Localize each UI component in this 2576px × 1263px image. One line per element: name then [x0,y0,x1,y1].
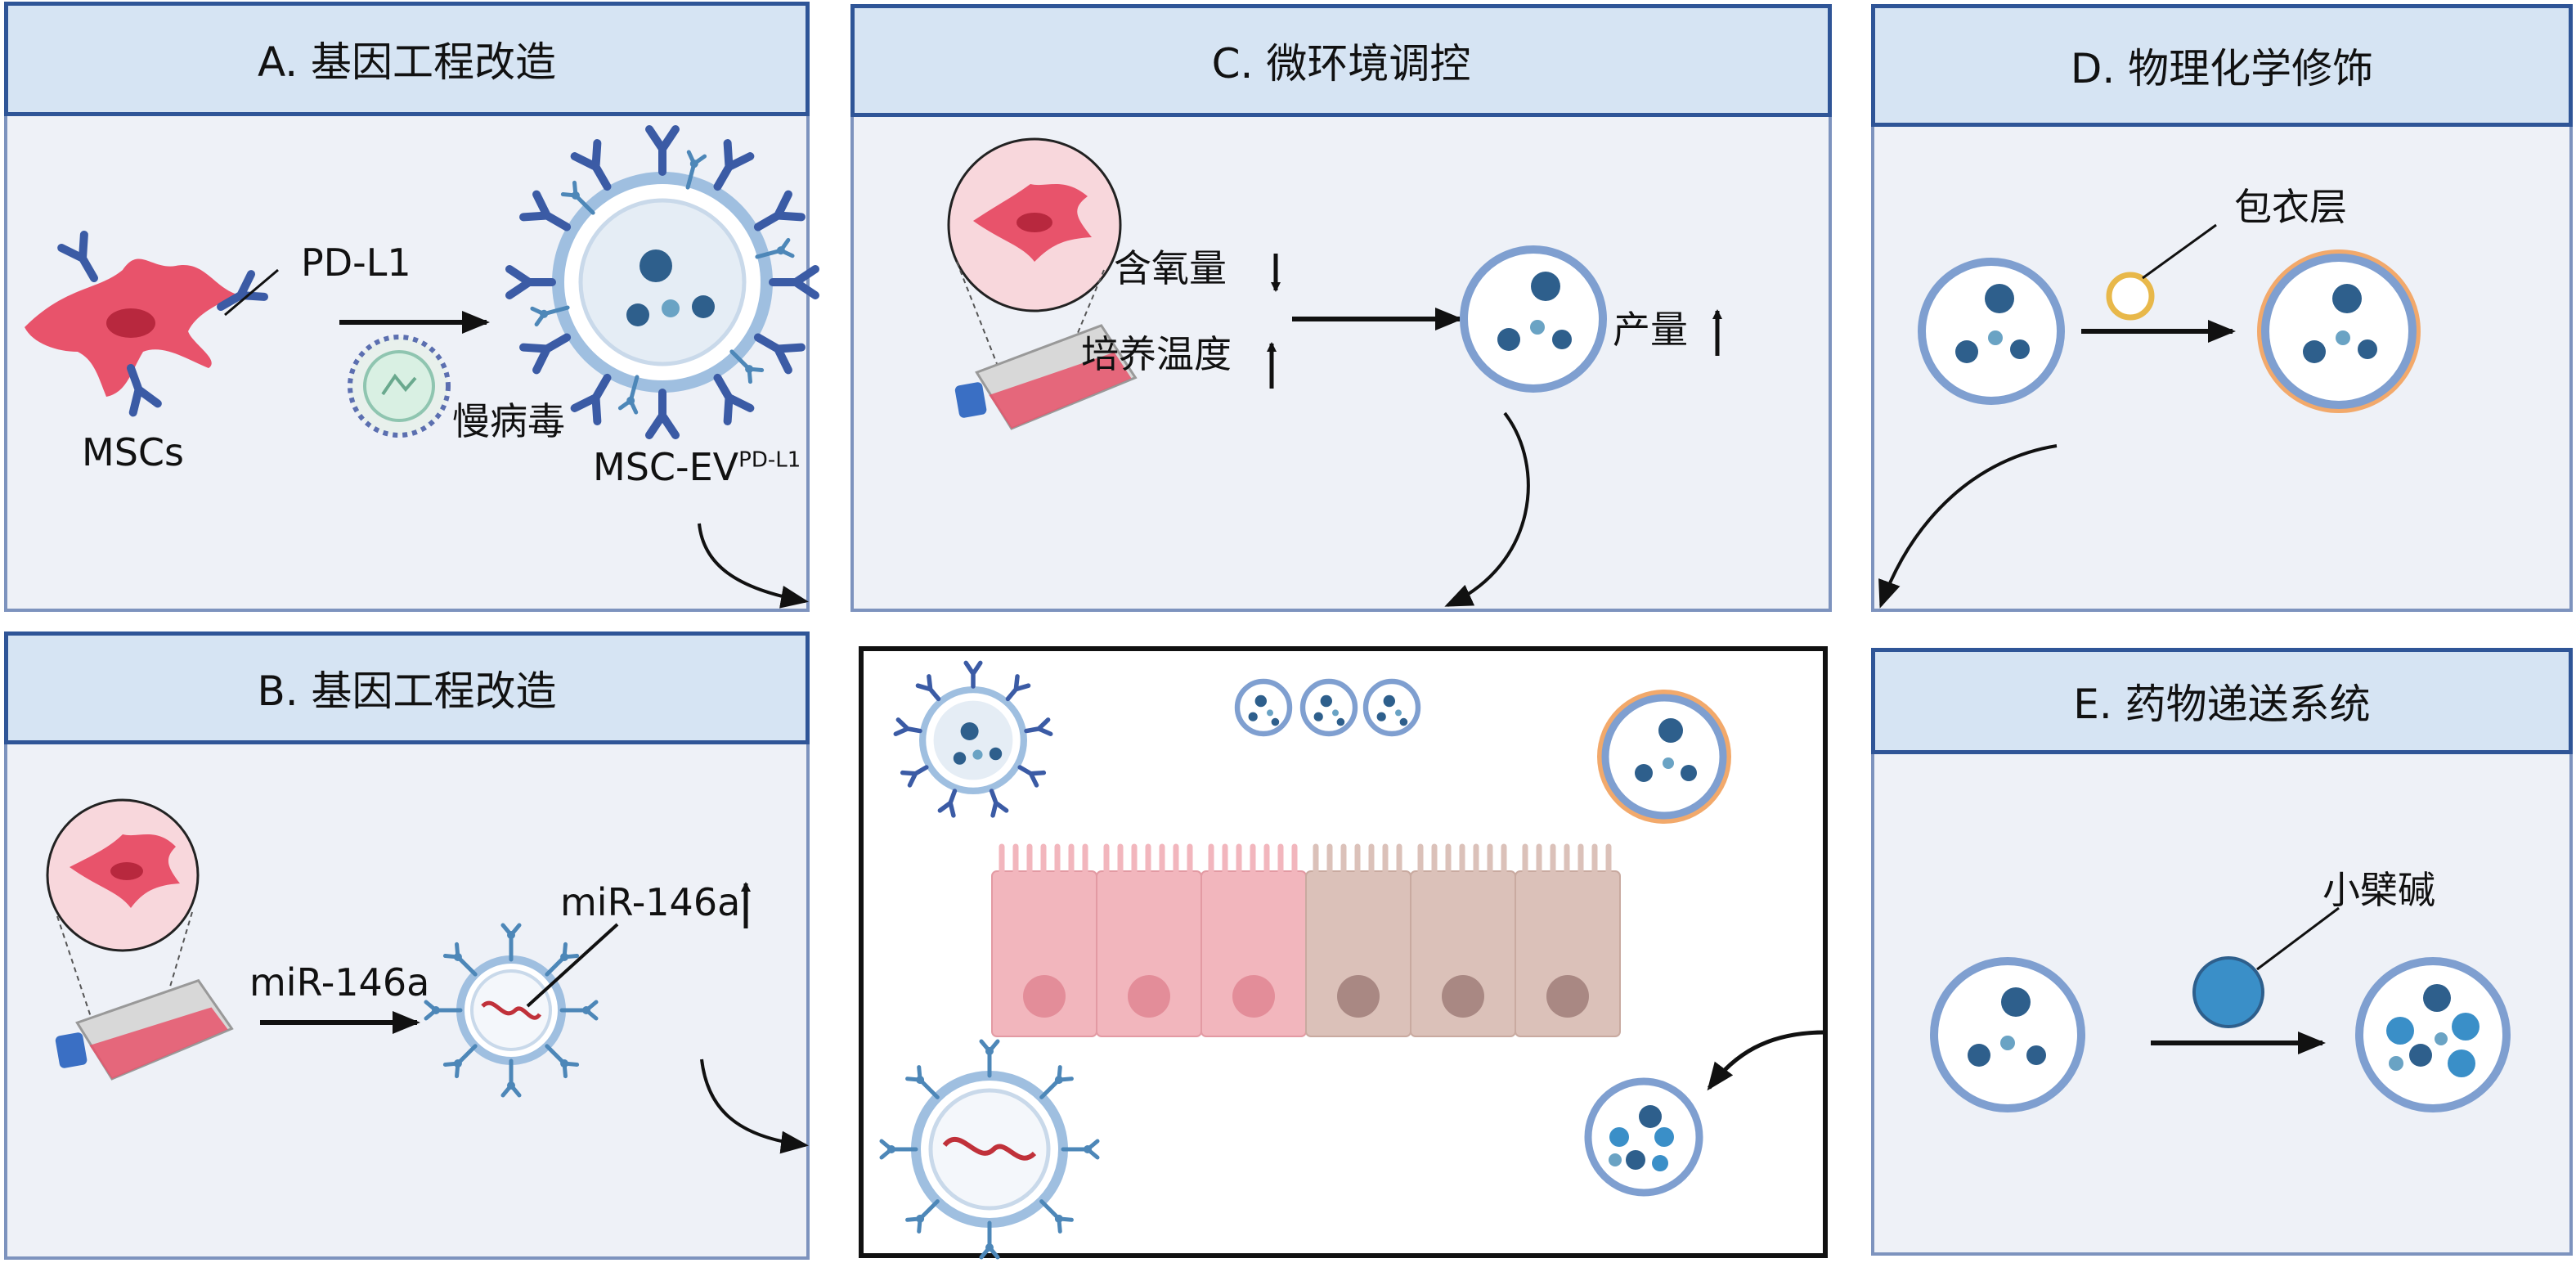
culture-cell-zoom-c [947,137,1122,377]
msc-cell-a [25,235,279,412]
panel-e-title: E. 药物递送系统 [1871,648,2573,754]
ev-e-plain [1930,957,2085,1112]
culture-flask-c [954,324,1138,430]
ev-d-plain [1918,258,2065,405]
center-ev-pdl1 [895,663,1050,816]
intestinal-epithelium [991,843,1621,1037]
label-oxygen: 含氧量 [1114,246,1227,290]
label-msc-ev-sup: PD-L1 [738,447,801,473]
label-msc-ev-pdl1: MSC-EVPD-L1 [593,448,801,486]
arrow-e-to-center [1707,1030,1826,1091]
microvilli [999,843,1612,877]
ev-mirna-b [426,925,596,1095]
epithelial-cells-pink [991,870,1307,1037]
arrow-c-to-center [1444,411,1530,607]
ev-d-coated [2257,249,2421,413]
ev-e-loaded [2355,957,2511,1112]
panel-b-title: B. 基因工程改造 [4,632,810,744]
panel-d-title: D. 物理化学修饰 [1871,4,2573,127]
coating-layer-icon [2106,272,2155,321]
center-ev-drug [1584,1077,1703,1197]
label-mscs: MSCs [82,430,184,474]
lentivirus-icon [348,335,451,438]
label-msc-ev: MSC-EV [593,445,739,489]
label-lentivirus: 慢病毒 [452,399,565,443]
panel-c-title: C. 微环境调控 [850,4,1832,117]
label-mir-146a: miR-146a [249,960,430,1005]
label-temperature: 培养温度 [1081,332,1232,376]
arrow-d-to-center [1878,444,2058,609]
epithelial-cells-brown [1305,870,1621,1037]
panel-a-title: A. 基因工程改造 [4,2,810,116]
panel-b [4,687,810,1260]
center-ev-coated [1597,690,1731,824]
label-coating: 包衣层 [2234,185,2347,229]
arrow-b-to-center [700,1058,809,1154]
culture-cell-zoom-b [46,798,200,1027]
ev-c [1460,245,1607,393]
berberine-icon [2192,956,2264,1028]
center-ev-group [1237,681,1418,734]
label-mir-146a-up: miR-146a [560,880,741,924]
culture-flask-b [55,978,234,1081]
label-pd-l1: PD-L1 [301,240,411,285]
label-yield: 产量 [1613,308,1688,352]
center-ev-mirna [882,1041,1097,1257]
ev-pdl1-a [509,129,815,435]
label-berberine: 小檗碱 [2322,868,2435,912]
arrow-a-to-center [698,523,809,609]
